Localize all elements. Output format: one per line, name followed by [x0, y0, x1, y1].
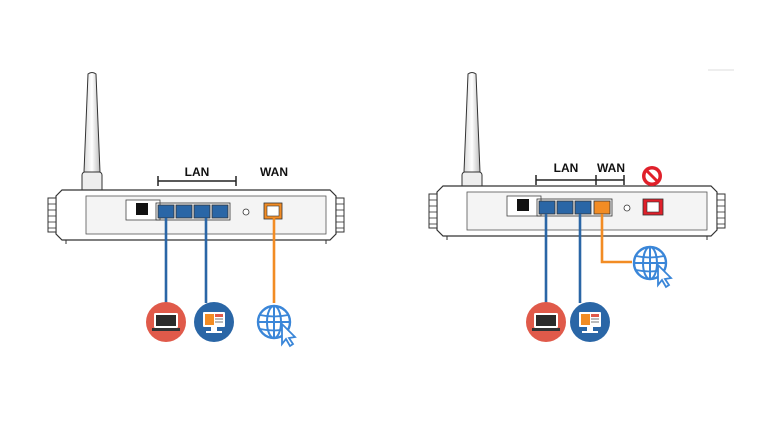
- lan-bracket-left: [157, 176, 237, 186]
- wan-bracket-right: [596, 175, 625, 185]
- desktop-icon: [570, 302, 610, 342]
- router-left: [47, 189, 345, 245]
- lan-label-right: LAN: [554, 161, 579, 175]
- router-right: [428, 185, 726, 241]
- laptop-icon: [146, 302, 186, 342]
- lan-label-left: LAN: [185, 165, 210, 179]
- no-entry-icon: [642, 166, 662, 186]
- laptop-icon: [526, 302, 566, 342]
- globe-cursor-icon: [256, 304, 297, 348]
- wan-label-right: WAN: [597, 161, 625, 175]
- right-diagram: LAN WAN: [428, 69, 734, 342]
- globe-cursor-icon: [632, 245, 673, 289]
- lan-bracket-right: [535, 175, 597, 185]
- lan-ports-right: [536, 198, 613, 217]
- desktop-icon: [194, 302, 234, 342]
- left-diagram: LAN WAN: [47, 72, 345, 348]
- lan-ports-left: [155, 202, 231, 221]
- cable-wan-right: [600, 214, 632, 264]
- wan-label-left: WAN: [260, 165, 288, 179]
